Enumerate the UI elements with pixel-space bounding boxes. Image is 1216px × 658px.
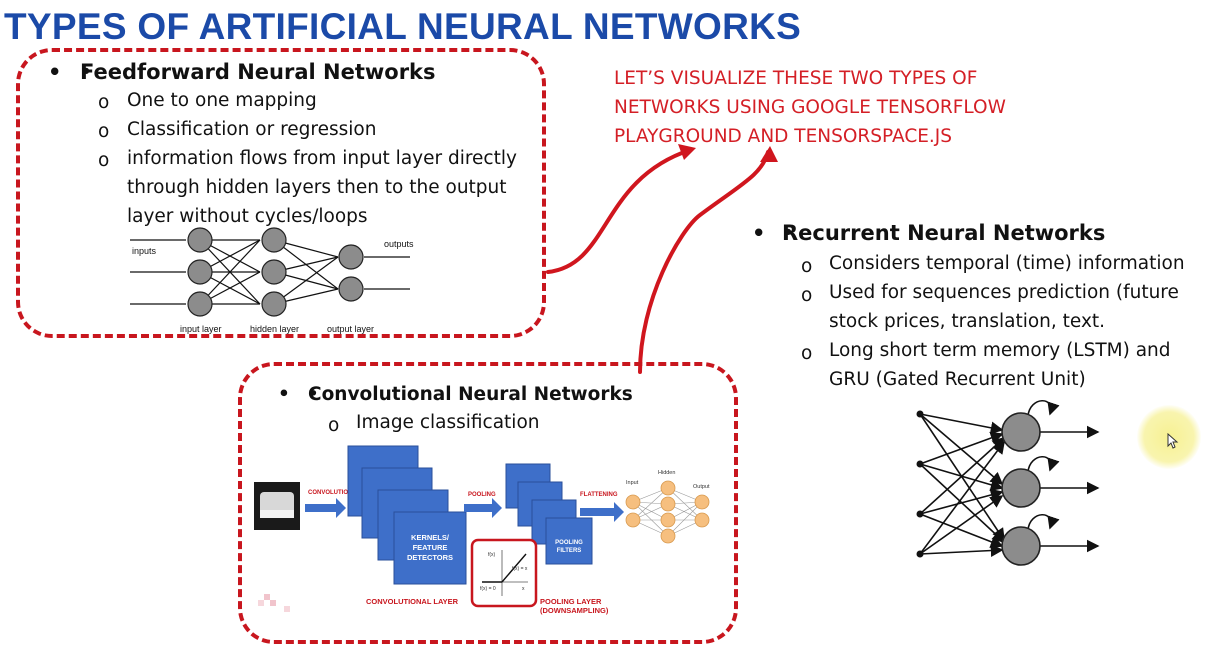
pool-layer-label: (DOWNSAMPLING) [540, 606, 609, 615]
pooling-filters-label: FILTERS [557, 548, 582, 554]
callout-line: LET’S VISUALIZE THESE TWO TYPES OF [614, 68, 978, 89]
relu-eq: f(x) = x [512, 566, 528, 572]
point-text: Image classification [356, 412, 540, 433]
point-text: One to one mapping [127, 90, 317, 111]
mouse-pointer-icon [1167, 433, 1179, 449]
point-text: Long short term memory (LSTM) and [829, 340, 1171, 361]
bullet-dot: • [48, 60, 62, 84]
pooling-filters-label: POOLING [555, 540, 583, 546]
point-text: through hidden layers then to the output [127, 177, 507, 198]
flattening-label: FLATTENING [580, 492, 618, 498]
feedforward-box [16, 48, 546, 338]
feedforward-heading: • Feedforward Neural Networks [48, 60, 436, 84]
feedforward-diagram: inputs outputs input layer hidden layer … [130, 227, 414, 334]
point-text: information flows from input layer direc… [127, 148, 517, 169]
pool-layer-label: POOLING LAYER [540, 597, 602, 606]
callout-line: PLAYGROUND AND TENSORSPACE.JS [614, 126, 953, 147]
kernels-label: KERNELS/ [411, 533, 450, 542]
input-col-label: Input [626, 480, 639, 486]
inputs-label: inputs [132, 246, 157, 256]
kernels-label: DETECTORS [407, 553, 453, 562]
cnn-diagram: CONVOLUTION KERNELS/ FEATURE DETECTORS P… [254, 445, 710, 615]
outputs-label: outputs [384, 239, 414, 249]
point-text: Used for sequences prediction (future [829, 282, 1179, 303]
relu-x: x [522, 586, 525, 592]
conv-layer-label: CONVOLUTIONAL LAYER [366, 597, 459, 606]
point-text: layer without cycles/loops [127, 206, 368, 227]
arrow-to-callout-2 [638, 150, 770, 374]
hidden-col-label: Hidden [658, 470, 675, 476]
callout-line: NETWORKS USING GOOGLE TENSORFLOW [614, 97, 1006, 118]
relu-fx: f(x) [488, 552, 496, 558]
relu-zero: f(x) = 0 [480, 586, 496, 592]
bullet-circle: o [801, 256, 813, 277]
pooling-label: POOLING [468, 492, 496, 498]
bullet-circle: o [801, 285, 813, 306]
bullet-circle: o [98, 121, 110, 142]
kernels-label: FEATURE [413, 543, 448, 552]
convolution-label: CONVOLUTION [308, 490, 352, 496]
recurrent-diagram [916, 400, 1100, 566]
bullet-circle: o [801, 343, 813, 364]
recurrent-heading: • Recurrent Neural Networks [752, 221, 1105, 245]
hidden-layer-label: hidden layer [250, 324, 299, 334]
bullet-dot: • [752, 221, 766, 245]
point-text: GRU (Gated Recurrent Unit) [829, 369, 1086, 390]
bullet-circle: o [98, 92, 110, 113]
bullet-dot: • [278, 384, 290, 405]
point-text: stock prices, translation, text. [829, 311, 1106, 332]
input-layer-label: input layer [180, 324, 222, 334]
point-text: Considers temporal (time) information [829, 253, 1185, 274]
arrow-to-callout-1 [546, 148, 692, 274]
convolutional-heading: • Convolutional Neural Networks [278, 384, 633, 405]
bullet-circle: o [328, 415, 340, 436]
convolutional-box [238, 362, 738, 644]
output-layer-label: output layer [327, 324, 374, 334]
bullet-circle: o [98, 150, 110, 171]
callout-text: LET’S VISUALIZE THESE TWO TYPES OF NETWO… [614, 64, 1006, 151]
output-col-label: Output [693, 484, 710, 490]
point-text: Classification or regression [127, 119, 377, 140]
relu-inset [470, 538, 538, 608]
page-title: TYPES OF ARTIFICIAL NEURAL NETWORKS [4, 6, 802, 47]
